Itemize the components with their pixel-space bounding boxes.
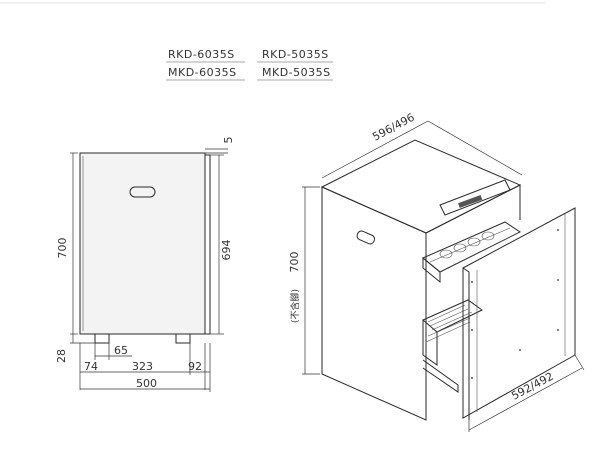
iso-dot (519, 349, 521, 351)
dim-5-label: 5 (222, 137, 235, 144)
iso-dot (471, 329, 473, 331)
iso-dim-bottom-ext-right (574, 354, 585, 371)
iso-dot (471, 377, 473, 379)
iso-dim-top-line (321, 120, 429, 179)
model-table: RKD-6035S RKD-5035S MKD-6035S MKD-5035S (166, 48, 333, 81)
dim-74-label: 74 (84, 360, 98, 373)
dim-65-label: 65 (114, 344, 128, 357)
iso-view: 596/496 (288, 111, 585, 432)
iso-dot (471, 281, 473, 283)
front-foot-right (175, 333, 191, 344)
front-side-panel (204, 154, 211, 335)
iso-dot (557, 279, 559, 281)
iso-dot (557, 229, 559, 231)
dim-694-label: 694 (220, 240, 233, 261)
dim-92-label: 92 (188, 360, 202, 373)
iso-top-face (320, 139, 522, 234)
iso-right-top-edge (425, 184, 521, 234)
dim-500-label: 500 (136, 377, 157, 390)
model-rkd-6035s: RKD-6035S (168, 48, 235, 61)
iso-dot (557, 329, 559, 331)
iso-dim-top-label: 596/496 (370, 111, 416, 144)
iso-display (458, 195, 483, 208)
model-mkd-5035s: MKD-5035S (262, 66, 331, 79)
iso-dim-700-label: 700 (288, 252, 301, 273)
front-foot-left (94, 333, 110, 344)
model-mkd-6035s: MKD-6035S (168, 66, 237, 79)
iso-dim-top-right (427, 120, 523, 176)
dim-700-label: 700 (56, 238, 69, 259)
iso-lower-basket (422, 299, 483, 366)
front-cabinet-body (79, 152, 206, 335)
iso-dim-bottom-line (468, 367, 583, 431)
front-view: 700 694 5 28 65 74 323 92 500 (55, 137, 235, 392)
iso-rail (422, 359, 459, 393)
iso-upper-basket (422, 221, 521, 284)
dim-323-label: 323 (132, 360, 153, 373)
iso-drawer-side (462, 267, 470, 420)
model-rkd-5035s: RKD-5035S (262, 48, 329, 61)
iso-dim-700-note: (不含腳) (289, 289, 301, 323)
dim-28-label: 28 (55, 349, 68, 363)
front-handle (129, 186, 156, 198)
iso-left-face (321, 186, 427, 421)
iso-handle (356, 230, 376, 245)
